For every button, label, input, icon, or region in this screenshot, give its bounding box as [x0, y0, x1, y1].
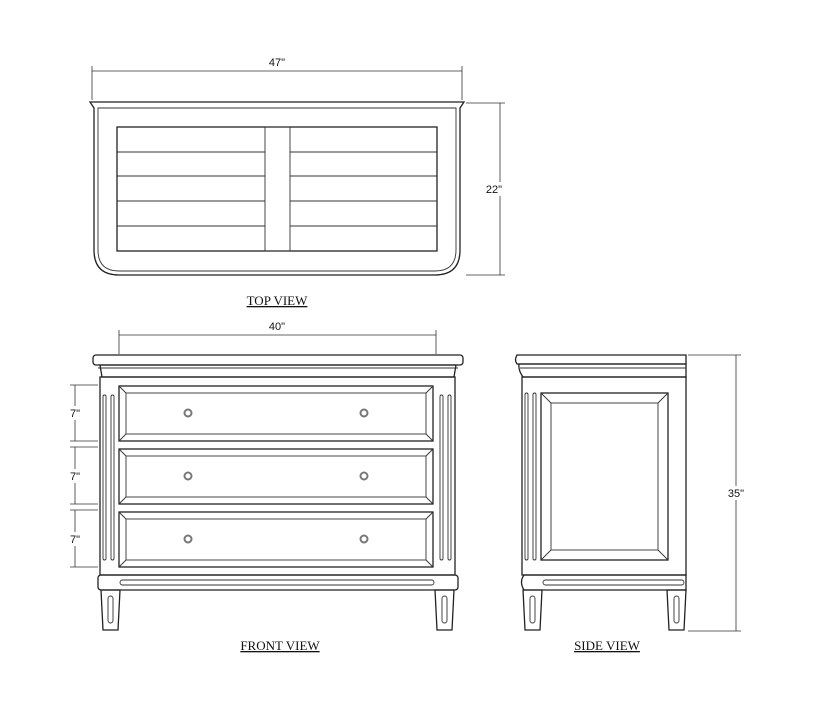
front-right-leg [434, 589, 455, 631]
top-outline [88, 101, 466, 276]
knob [359, 471, 369, 481]
side-panel [540, 392, 669, 561]
side-carcass [521, 376, 687, 576]
top-inset-panel [116, 126, 438, 252]
front-left-leg [100, 589, 121, 631]
drawer-3 [118, 511, 434, 568]
side-left-leg [522, 589, 543, 631]
drawer-2 [118, 448, 434, 505]
drawer-height-dimensions [70, 384, 98, 568]
front-view: 40" [66, 321, 464, 653]
width-label: 47" [269, 57, 285, 69]
top-view: 47" 22" TOP VIEW [88, 57, 505, 308]
pilaster-flutes [102, 394, 452, 561]
top-view-label: TOP VIEW [247, 293, 309, 308]
side-flutes [524, 392, 537, 561]
depth-dimension: 22" [466, 102, 505, 276]
inner-width-dimension: 40" [118, 321, 437, 354]
knob [183, 408, 193, 418]
knob [183, 471, 193, 481]
knob [359, 534, 369, 544]
side-view-label: SIDE VIEW [574, 638, 641, 653]
front-view-label: FRONT VIEW [240, 638, 320, 653]
drawer-height-label: 7" [70, 408, 80, 420]
top-planks [117, 151, 437, 227]
inner-width-label: 40" [269, 321, 285, 333]
height-label: 35" [728, 488, 744, 500]
front-carcass [99, 376, 456, 576]
side-right-leg [666, 589, 687, 631]
knob [359, 408, 369, 418]
drawer-1 [118, 385, 434, 442]
width-dimension: 47" [91, 57, 463, 100]
side-view: 35" SIDE VIEW [514, 354, 747, 653]
drawer-height-label: 7" [70, 471, 80, 483]
knob [183, 534, 193, 544]
depth-label: 22" [486, 184, 502, 196]
height-dimension: 35" [688, 354, 747, 632]
drawer-height-label: 7" [70, 534, 80, 546]
